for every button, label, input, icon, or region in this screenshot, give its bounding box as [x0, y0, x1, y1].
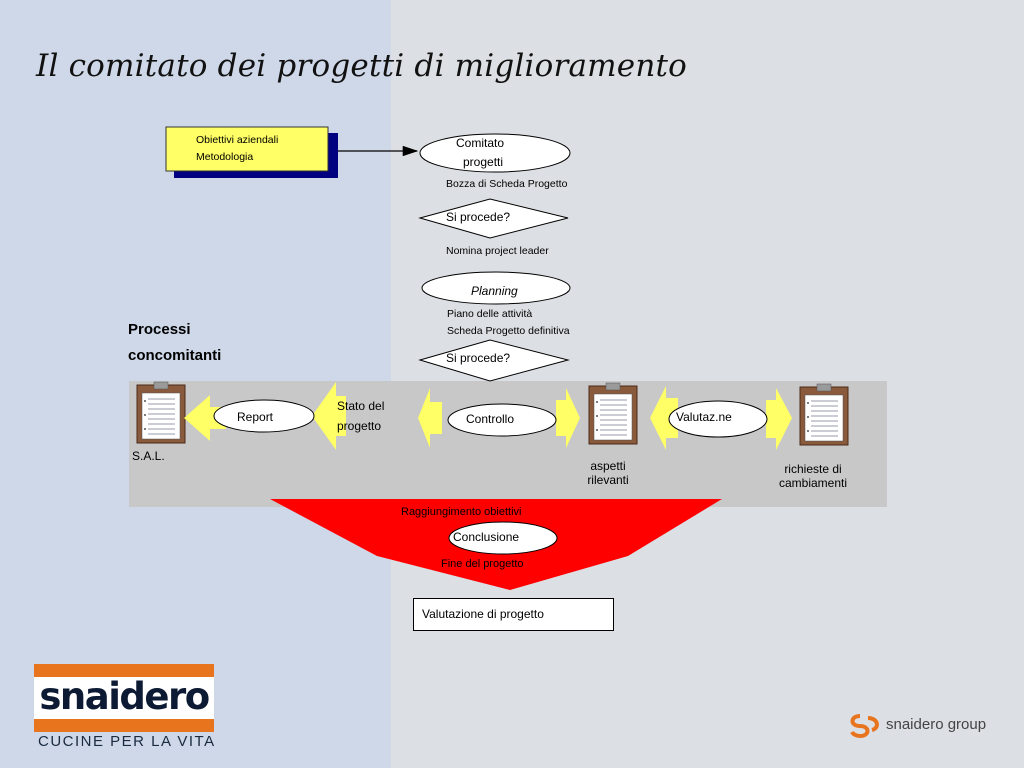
comitato-ellipse — [419, 133, 571, 173]
stato-line1: Stato del — [337, 399, 384, 413]
slide-title: Il comitato dei progetti di migliorament… — [36, 48, 688, 84]
snaidero-group-logo-icon — [850, 714, 879, 739]
arrow-left-icon — [184, 395, 226, 441]
scheda-label: Scheda Progetto definitiva — [447, 325, 570, 337]
report-ellipse — [213, 399, 315, 433]
processi-line2: concomitanti — [128, 347, 221, 364]
logo-stripe-top — [34, 664, 214, 677]
inputs-box-line1: Obiettivi aziendali — [196, 134, 278, 146]
funnel-tip — [377, 556, 628, 590]
planning-label: Planning — [471, 284, 518, 298]
comitato-line2: progetti — [463, 155, 503, 169]
logo-stripe-bottom — [34, 719, 214, 732]
conclusione-ellipse — [448, 521, 558, 555]
controllo-ellipse — [447, 403, 557, 437]
inputs-box-line2: Metodologia — [196, 151, 253, 163]
report-label: Report — [237, 410, 274, 424]
stato-line2: progetto — [337, 419, 381, 433]
valutazione-label: Valutazione di progetto — [422, 607, 544, 621]
arrow-right-icon — [556, 388, 580, 448]
aspetti-line2: rilevanti — [587, 473, 628, 487]
si-procede-2-label: Si procede? — [446, 351, 510, 365]
valutaz-label: Valutaz.ne — [676, 410, 732, 424]
arrow-left-icon — [418, 388, 442, 448]
logo-wordmark: snaidero — [34, 677, 214, 717]
richieste-line2: cambiamenti — [779, 476, 847, 490]
piano-label: Piano delle attività — [447, 308, 532, 320]
group-name: snaidero group — [886, 716, 987, 733]
bozza-label: Bozza di Scheda Progetto — [446, 178, 568, 190]
controllo-label: Controllo — [466, 412, 514, 426]
comitato-line1: Comitato — [456, 136, 504, 150]
conclusione-label: Conclusione — [453, 530, 519, 544]
logo-tagline: CUCINE PER LA VITA — [38, 733, 216, 750]
valutaz-ellipse — [668, 400, 768, 438]
valutazione-box: Valutazione di progetto — [413, 598, 614, 631]
processi-band — [129, 381, 887, 507]
decision-diamond-2 — [418, 339, 570, 382]
aspetti-line1: aspetti — [590, 459, 625, 473]
inputs-box — [165, 126, 329, 172]
decision-diamond-1 — [418, 198, 569, 239]
clipboard-icon — [136, 381, 186, 444]
processi-line1: Processi — [128, 321, 191, 338]
si-procede-1-label: Si procede? — [446, 210, 510, 224]
nomina-label: Nomina project leader — [446, 245, 549, 257]
fine-label: Fine del progetto — [441, 558, 524, 570]
raggiungimento-label: Raggiungimento obiettivi — [401, 506, 521, 518]
clipboard-icon — [799, 383, 849, 446]
sal-label: S.A.L. — [132, 449, 165, 463]
snaidero-logo: snaidero — [34, 664, 214, 732]
clipboard-icon — [588, 382, 638, 445]
arrow-left-icon — [650, 386, 678, 450]
arrow-right-icon — [766, 388, 792, 450]
richieste-line1: richieste di — [784, 462, 841, 476]
planning-ellipse — [421, 271, 571, 305]
arrow-left-icon — [312, 382, 346, 450]
